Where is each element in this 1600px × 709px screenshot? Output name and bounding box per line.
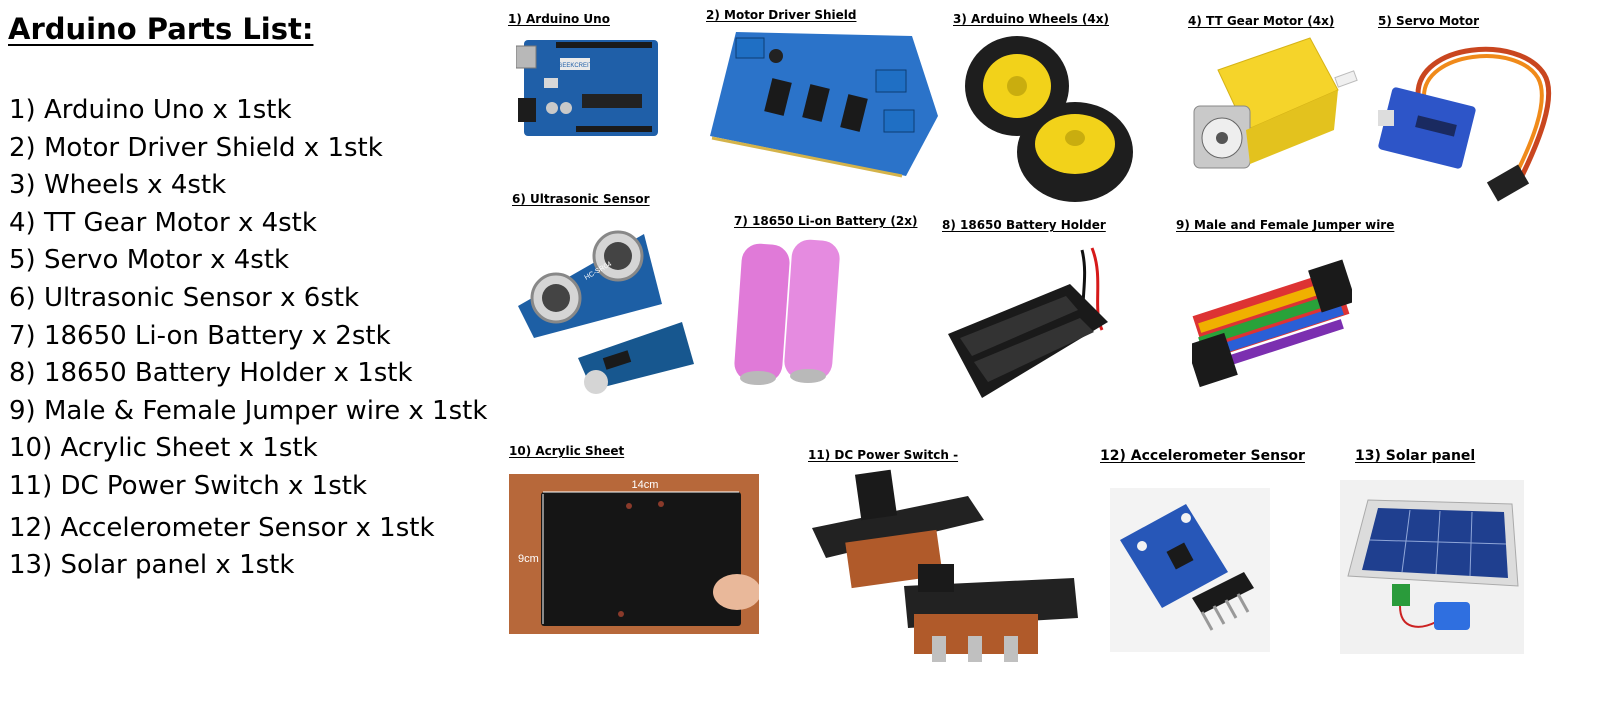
wheels-image (965, 36, 1133, 202)
page-title: Arduino Parts List: (8, 12, 314, 46)
arduino-uno-image: GEEKCREIT (516, 40, 658, 136)
list-item: 9) Male & Female Jumper wire x 1stk (9, 395, 488, 426)
caption-acrylic-sheet: 10) Acrylic Sheet (509, 444, 625, 458)
part-tt-gear-motor: 4) TT Gear Motor (4x) (1188, 12, 1368, 180)
servo-motor-image (1378, 46, 1552, 202)
list-item: 6) Ultrasonic Sensor x 6stk (9, 282, 360, 313)
part-servo-motor: 5) Servo Motor (1378, 12, 1568, 212)
list-item: 13) Solar panel x 1stk (9, 550, 295, 581)
ultrasonic-sensor-image: HC-SR04 (518, 230, 694, 394)
caption-tt-gear-motor: 4) TT Gear Motor (4x) (1188, 14, 1335, 28)
caption-jumper-wire: 9) Male and Female Jumper wire (1176, 218, 1395, 232)
tt-gear-motor-image (1193, 37, 1358, 169)
caption-solar-panel: 13) Solar panel (1355, 448, 1476, 464)
part-arduino-uno: 1) Arduino Uno GEEKCREIT (508, 10, 668, 140)
part-battery-holder: 8) 18650 Battery Holder (942, 216, 1132, 416)
board-brand-label: GEEKCREIT (558, 63, 593, 69)
battery-holder-image (948, 247, 1108, 398)
list-item: 4) TT Gear Motor x 4stk (9, 207, 317, 238)
parts-list: 1) Arduino Uno x 1stk 2) Motor Driver Sh… (9, 92, 487, 585)
solar-panel-image (1340, 480, 1524, 654)
part-wheels: 3) Arduino Wheels (4x) (953, 10, 1143, 206)
jumper-wire-image (1192, 259, 1352, 388)
part-motor-driver-shield: 2) Motor Driver Shield (706, 6, 942, 182)
part-dc-power-switch: 11) DC Power Switch - (808, 446, 1086, 670)
list-item: 7) 18650 Li-on Battery x 2stk (9, 320, 391, 351)
battery-image (734, 239, 840, 385)
caption-servo-motor: 5) Servo Motor (1378, 14, 1480, 28)
list-item: 3) Wheels x 4stk (9, 170, 227, 201)
list-item: 11) DC Power Switch x 1stk (9, 470, 368, 501)
part-accelerometer: 12) Accelerometer Sensor (1100, 446, 1305, 656)
dc-power-switch-image (812, 469, 1078, 662)
motor-driver-shield-image (710, 32, 938, 178)
caption-battery: 7) 18650 Li-on Battery (2x) (734, 214, 918, 228)
part-jumper-wire: 9) Male and Female Jumper wire (1176, 216, 1394, 406)
sheet-height-label: 9cm (518, 553, 539, 565)
list-item: 12) Accelerometer Sensor x 1stk (9, 512, 435, 543)
list-item: 1) Arduino Uno x 1stk (9, 95, 292, 125)
part-battery: 7) 18650 Li-on Battery (2x) (734, 212, 918, 392)
part-solar-panel: 13) Solar panel (1340, 446, 1540, 656)
list-item: 10) Acrylic Sheet x 1stk (9, 433, 318, 464)
list-item: 5) Servo Motor x 4stk (9, 245, 290, 276)
caption-battery-holder: 8) 18650 Battery Holder (942, 218, 1106, 232)
caption-dc-power-switch: 11) DC Power Switch - (808, 448, 959, 462)
part-ultrasonic-sensor: 6) Ultrasonic Sensor HC-SR04 (512, 190, 702, 400)
accelerometer-image (1110, 488, 1270, 652)
acrylic-sheet-image: 14cm 9cm (509, 474, 759, 634)
part-acrylic-sheet: 10) Acrylic Sheet 14cm 9cm (509, 442, 759, 638)
caption-motor-driver-shield: 2) Motor Driver Shield (706, 8, 857, 22)
caption-ultrasonic-sensor: 6) Ultrasonic Sensor (512, 192, 650, 206)
caption-arduino-uno: 1) Arduino Uno (508, 12, 610, 26)
sheet-width-label: 14cm (632, 479, 659, 491)
list-item: 2) Motor Driver Shield x 1stk (9, 132, 383, 163)
list-item: 8) 18650 Battery Holder x 1stk (9, 358, 413, 389)
caption-wheels: 3) Arduino Wheels (4x) (953, 12, 1109, 26)
caption-accelerometer: 12) Accelerometer Sensor (1100, 448, 1305, 464)
